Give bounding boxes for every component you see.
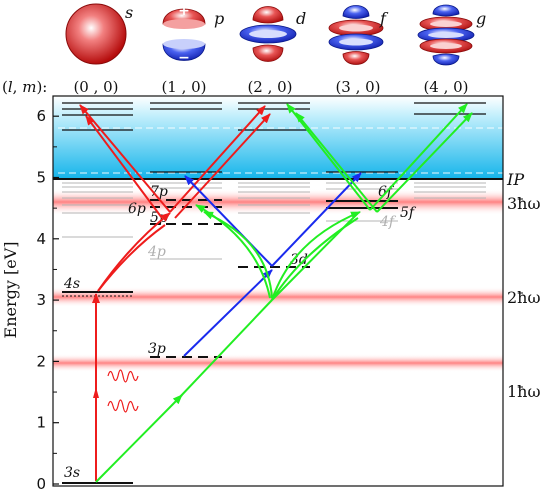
level-label-3s: 3s [64, 465, 80, 481]
red-transitions [79, 104, 271, 481]
orbital-p-icon [162, 8, 206, 61]
level-label-4p: 4p [147, 244, 166, 260]
level-label-4s: 4s [63, 276, 80, 292]
green-transitions [95, 103, 473, 483]
level-label-4f: 4f [379, 214, 397, 230]
lm-label-d: (2 , 0) [247, 78, 292, 96]
y-axis-ticks: 0 1 2 3 4 5 6 [36, 107, 59, 492]
band-1hw-label: 1ħω [507, 382, 541, 401]
minus-sign: − [178, 50, 190, 66]
level-label-6p: 6p [128, 201, 146, 217]
band-3hw [53, 189, 503, 215]
lm-header: (l, m): [2, 78, 47, 96]
rydberg-lines [62, 182, 486, 260]
level-label-3p: 3p [148, 341, 166, 357]
blue-transitions [183, 172, 362, 357]
lm-label-s: (0 , 0) [73, 78, 118, 96]
orbital-s-icon [65, 3, 127, 65]
bound-levels [62, 199, 398, 484]
level-label-5f: 5f [400, 205, 417, 221]
band-2hw-label: 2ħω [507, 288, 541, 307]
y-axis-label: Energy [eV] [1, 242, 20, 339]
level-label-7p: 7p [150, 184, 168, 200]
y-tick-label: 5 [36, 169, 46, 187]
y-tick-label: 6 [36, 107, 46, 125]
plot-frame [52, 95, 504, 487]
continuum-levels [62, 102, 486, 173]
level-label-3d: 3d [290, 252, 308, 268]
ip-label: IP [506, 170, 524, 189]
orbital-g-icon [417, 4, 475, 66]
lm-label-f: (3 , 0) [335, 78, 380, 96]
lm-label-p: (1 , 0) [161, 78, 206, 96]
orbital-d-label: d [296, 9, 306, 28]
y-tick-label: 3 [36, 291, 46, 309]
orbital-s-label: s [125, 3, 133, 22]
continuum-region [53, 96, 503, 179]
orbital-p-label: p [214, 9, 224, 28]
y-tick-label: 0 [36, 475, 46, 492]
band-1hw [53, 354, 503, 372]
y-tick-label: 1 [36, 414, 46, 432]
y-tick-label: 4 [36, 230, 46, 248]
band-2hw [53, 287, 503, 307]
band-3hw-label: 3ħω [507, 194, 541, 213]
plus-sign: + [178, 3, 190, 19]
lm-label-g: (4 , 0) [423, 78, 468, 96]
orbital-d-icon [239, 6, 297, 62]
orbital-f-icon [328, 5, 384, 65]
orbital-g-label: g [476, 9, 486, 28]
orbital-f-label: f [379, 9, 389, 28]
y-tick-label: 2 [36, 352, 46, 370]
